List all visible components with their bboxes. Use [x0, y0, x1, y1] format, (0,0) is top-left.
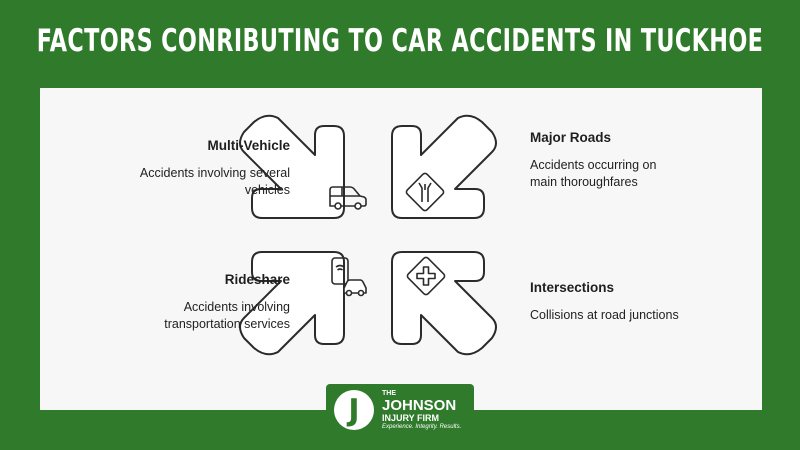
- factor-description: Accidents occurring on main thoroughfare…: [530, 158, 657, 189]
- firm-logo: J THE JOHNSON INJURY FIRM Experience. In…: [326, 384, 474, 440]
- factor-intersections: Intersections Collisions at road junctio…: [530, 280, 690, 324]
- road-merge-sign-icon: [405, 172, 445, 212]
- factor-description: Accidents involving transportation servi…: [164, 300, 290, 331]
- arrow-bottom-right: [391, 251, 497, 356]
- factor-title: Major Roads: [530, 130, 612, 145]
- intersection-sign-icon: [406, 256, 446, 296]
- van-icon: [329, 186, 367, 210]
- logo-wordmark: THE JOHNSON INJURY FIRM Experience. Inte…: [382, 390, 461, 431]
- factor-major-roads: Major Roads Accidents occurring on main …: [530, 130, 670, 191]
- logo-line-2: JOHNSON: [382, 397, 457, 414]
- logo-tagline: Experience. Integrity. Results.: [382, 424, 462, 430]
- rideshare-phone-car-icon: [331, 257, 367, 297]
- arrow-top-right: [391, 114, 497, 219]
- factor-title: Intersections: [530, 280, 615, 295]
- factor-title: Multi-Vehicle: [207, 138, 290, 153]
- converging-arrows-diagram: [239, 114, 497, 356]
- factor-description: Accidents involving several vehicles: [139, 166, 290, 197]
- factor-title: Rideshare: [224, 272, 290, 287]
- arrow-top-left: [239, 114, 345, 219]
- arrow-bottom-left: [239, 251, 345, 356]
- logo-letter: J: [348, 392, 360, 428]
- logo-line-3: INJURY FIRM: [382, 413, 440, 423]
- factor-multi-vehicle: Multi-Vehicle Accidents involving severa…: [132, 138, 290, 199]
- logo-emblem: [334, 390, 374, 430]
- page-title: FACTORS CONRIBUTING TO CAR ACCIDENTS IN …: [36, 23, 764, 59]
- logo-line-1: THE: [382, 390, 396, 397]
- diagram-panel: Multi-Vehicle Accidents involving severa…: [40, 88, 762, 410]
- factor-description: Collisions at road junctions: [530, 308, 679, 322]
- factor-rideshare: Rideshare Accidents involving transporta…: [132, 272, 290, 333]
